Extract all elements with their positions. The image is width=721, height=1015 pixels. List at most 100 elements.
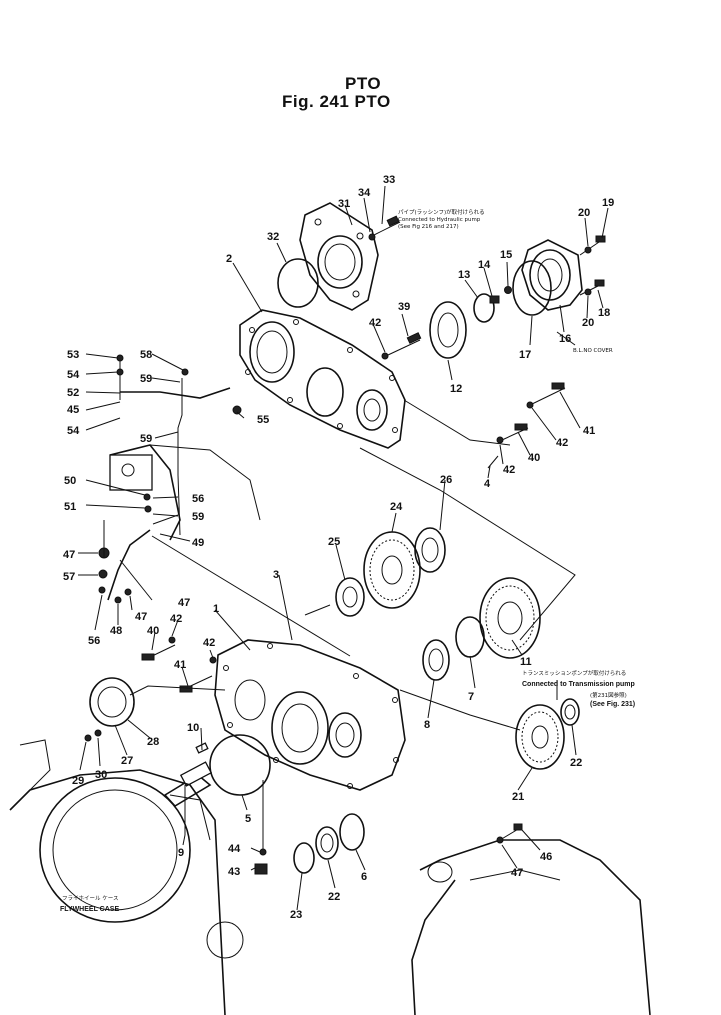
o-ring-32: [277, 258, 319, 308]
part-number-40: 40: [528, 452, 540, 464]
part-number-29: 29: [72, 775, 84, 787]
part-number-44: 44: [228, 843, 241, 855]
note-hydraulic: パイプ(ラッシンフ)が取付けられる Connected to Hydraulic…: [398, 208, 485, 230]
note-transmission-en: Connected to Transmission pump: [522, 681, 635, 688]
part-number-54: 54: [67, 369, 80, 381]
part-number-11: 11: [520, 656, 532, 668]
washer-47: [496, 836, 504, 844]
part-number-28: 28: [147, 736, 159, 748]
part-number-15: 15: [500, 249, 512, 261]
part-number-42: 42: [203, 637, 215, 649]
bolt-40b: [141, 653, 155, 661]
part-number-47: 47: [63, 549, 75, 561]
part-number-45: 45: [67, 404, 79, 416]
part-number-22: 22: [570, 757, 582, 769]
note-transmission-jp: トランスミッションポンプが取付けられる: [522, 669, 626, 677]
figure-title: Fig. 241 PTO: [282, 92, 391, 111]
washer-56b: [98, 586, 106, 594]
seal-6: [339, 813, 365, 851]
part-number-6: 6: [361, 871, 367, 883]
cover-plate-31: [299, 202, 379, 311]
part-number-27: 27: [121, 755, 133, 767]
part-number-9: 9: [178, 847, 184, 859]
part-number-labels: 3334313219201514131820161723942124142404…: [63, 174, 614, 921]
part-number-5: 5: [245, 813, 251, 825]
part-number-49: 49: [192, 537, 204, 549]
bearing-cover-16: [521, 239, 583, 311]
washer-51: [144, 505, 152, 513]
part-number-47: 47: [178, 597, 190, 609]
washer-20b: [584, 288, 592, 296]
part-number-34: 34: [358, 187, 371, 199]
part-number-12: 12: [450, 383, 462, 395]
seal-23: [293, 842, 315, 874]
part-number-59: 59: [192, 511, 204, 523]
washer-44: [259, 848, 267, 856]
part-number-48: 48: [110, 625, 122, 637]
bearing-25: [335, 577, 365, 617]
part-number-17: 17: [519, 349, 531, 361]
snap-ring-7: [455, 616, 485, 658]
washer-42e: [168, 636, 176, 644]
part-number-16: 16: [559, 333, 571, 345]
gear-case-2: [239, 309, 406, 449]
note-flywheel-en: FLYWHEEL CASE: [60, 906, 119, 913]
part-number-22: 22: [328, 891, 340, 903]
bolt-18: [594, 279, 605, 287]
part-number-46: 46: [540, 851, 552, 863]
bolt-56: [143, 493, 151, 501]
part-number-51: 51: [64, 501, 76, 513]
part-number-7: 7: [468, 691, 474, 703]
part-number-33: 33: [383, 174, 395, 186]
bearing-8: [422, 639, 450, 681]
cover-28: [89, 677, 135, 727]
part-number-25: 25: [328, 536, 340, 548]
bolt-41: [551, 382, 565, 390]
bolt-15: [504, 286, 512, 294]
bolt-48: [114, 596, 122, 604]
bolt-58: [181, 368, 189, 376]
part-number-43: 43: [228, 866, 240, 878]
bearing-12: [429, 301, 467, 359]
note-transmission-ref-jp: (第231図参照): [590, 691, 627, 699]
bolt-46: [513, 823, 523, 831]
housing-lower-right: [411, 839, 651, 1015]
note-flywheel-jp: フライホイール ケース: [62, 895, 118, 902]
note-hydraulic-jp: パイプ(ラッシンフ)が取付けられる: [398, 208, 485, 216]
bolt-41b: [179, 685, 193, 693]
part-number-20: 20: [578, 207, 590, 219]
pipe-49: [107, 529, 151, 601]
note-transmission-ref: (See Fig. 231): [590, 701, 635, 708]
shaft-9: [163, 761, 213, 835]
part-number-41: 41: [174, 659, 186, 671]
bolt-55: [232, 405, 242, 415]
part-number-41: 41: [583, 425, 595, 437]
part-number-23: 23: [290, 909, 302, 921]
housing-upper-left: [109, 444, 261, 541]
washer-20: [584, 246, 592, 254]
o-ring-17: [512, 260, 552, 316]
bolt-47b: [124, 588, 132, 596]
part-number-14: 14: [478, 259, 491, 271]
part-number-10: 10: [187, 722, 199, 734]
bearing-26: [414, 527, 446, 573]
part-number-42: 42: [369, 317, 381, 329]
part-number-31: 31: [338, 198, 350, 210]
note-flywheel: フライホイール ケース FLYWHEEL CASE: [60, 895, 119, 913]
part-number-26: 26: [440, 474, 452, 486]
part-number-53: 53: [67, 349, 79, 361]
part-number-20: 20: [582, 317, 594, 329]
gear-11: [479, 577, 541, 659]
part-number-59: 59: [140, 433, 152, 445]
part-number-18: 18: [598, 307, 610, 319]
part-number-3: 3: [273, 569, 279, 581]
part-number-8: 8: [424, 719, 430, 731]
part-number-47: 47: [511, 867, 523, 879]
bolt-33: [386, 215, 400, 227]
part-number-52: 52: [67, 387, 79, 399]
bolt-19: [595, 235, 606, 243]
washer-42b: [496, 436, 504, 444]
part-number-24: 24: [390, 501, 403, 513]
note-transmission: トランスミッションポンプが取付けられる Connected to Transmi…: [522, 669, 635, 708]
